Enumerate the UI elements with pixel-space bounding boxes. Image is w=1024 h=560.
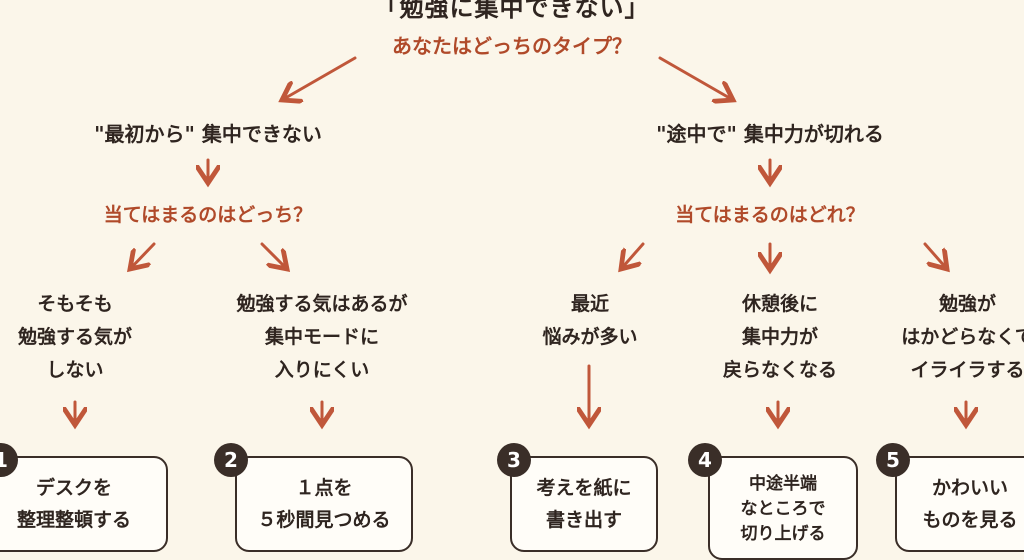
- result-2-line: １点を: [295, 477, 353, 499]
- arrow-left-q-b: [260, 242, 287, 269]
- result-4-line: 切り上げる: [740, 523, 826, 544]
- result-box-2: １点を ５秒間見つめる: [235, 456, 413, 552]
- condition-2-line: 集中モードに: [264, 326, 379, 348]
- result-badge-4: 4: [688, 443, 722, 477]
- condition-1: そもそも 勉強する気が しない: [0, 288, 165, 387]
- result-2-line: ５秒間見つめる: [257, 509, 391, 531]
- condition-2: 勉強する気はあるが 集中モードに 入りにくい: [198, 288, 446, 387]
- arrow-root-left: [282, 56, 357, 100]
- diagram-title: 「勉強に集中できない」: [374, 0, 650, 22]
- result-box-1: デスクを 整理整頓する: [0, 456, 168, 552]
- result-box-5: かわいい ものを見る: [895, 456, 1024, 552]
- condition-1-line: しない: [46, 359, 104, 381]
- branch-left-question: 当てはまるのはどっち？: [103, 204, 313, 226]
- result-badge-5: 5: [876, 443, 910, 477]
- condition-2-line: 入りにくい: [274, 359, 370, 381]
- branch-right-label: "途中で" 集中力が切れる: [656, 122, 884, 146]
- arrow-root-right: [658, 56, 733, 100]
- result-5-line: かわいい: [931, 477, 1008, 499]
- condition-5: 勉強が はかどらなくて イライラする: [880, 288, 1024, 387]
- arrow-left-q-a: [130, 242, 156, 269]
- diagram-subtitle: あなたはどっちのタイプ？: [392, 34, 632, 58]
- result-4-line: なところで: [740, 498, 826, 519]
- condition-3: 最近 悩みが多い: [510, 288, 670, 354]
- condition-3-line: 悩みが多い: [542, 326, 638, 348]
- condition-5-line: 勉強が: [938, 293, 996, 315]
- branch-left-label: "最初から" 集中できない: [94, 122, 322, 146]
- condition-1-line: そもそも: [37, 293, 113, 315]
- condition-5-line: はかどらなくて: [901, 326, 1024, 348]
- result-box-4: 中途半端 なところで 切り上げる: [708, 456, 858, 560]
- result-badge-3: 3: [497, 443, 531, 477]
- result-box-3: 考えを紙に 書き出す: [510, 456, 658, 552]
- condition-4-line: 集中力が: [741, 326, 818, 348]
- arrow-right-q-a: [621, 242, 645, 269]
- result-4-line: 中途半端: [749, 473, 817, 494]
- condition-2-line: 勉強する気はあるが: [236, 293, 408, 315]
- condition-5-line: イライラする: [910, 359, 1024, 381]
- branch-right-question: 当てはまるのはどれ？: [675, 204, 865, 226]
- result-5-line: ものを見る: [922, 509, 1018, 531]
- result-1-line: デスクを: [35, 477, 112, 499]
- condition-1-line: 勉強する気が: [17, 326, 132, 348]
- condition-4: 休憩後に 集中力が 戻らなくなる: [700, 288, 860, 387]
- arrow-right-q-c: [923, 242, 947, 269]
- result-badge-2: 2: [214, 443, 248, 477]
- condition-3-line: 最近: [570, 293, 609, 315]
- result-3-line: 書き出す: [545, 509, 622, 531]
- condition-4-line: 戻らなくなる: [722, 359, 837, 381]
- result-1-line: 整理整頓する: [16, 509, 131, 531]
- result-badge-1: 1: [0, 443, 18, 477]
- flow-arrows: [0, 56, 1024, 538]
- condition-4-line: 休憩後に: [741, 293, 818, 315]
- result-3-line: 考えを紙に: [536, 477, 632, 499]
